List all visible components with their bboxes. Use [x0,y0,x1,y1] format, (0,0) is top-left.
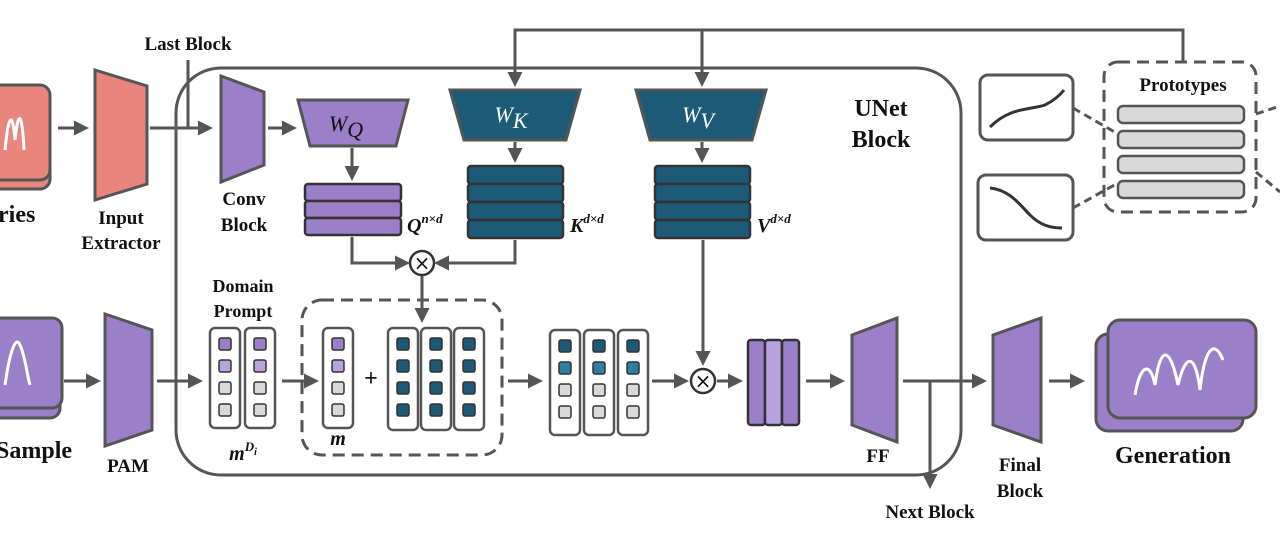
sample-label: Sample [0,438,72,464]
input-extractor-shape [93,67,149,203]
prototype-curve-down-icon [976,173,1075,242]
prototype-curve-up-icon [978,73,1075,142]
arrow-q-to-mul [350,237,410,271]
k-matrix [466,164,565,240]
prototypes-label: Prototypes [1139,75,1226,96]
k-dim-label: Kd×d [569,211,604,237]
series-label: ries [0,202,35,228]
unet-label-1: UNet [854,96,907,122]
domain-prompt-matrix [208,326,277,430]
final-block-shape [991,315,1043,445]
multiply-icon-v [689,367,717,395]
conv-block-shape [219,73,266,185]
generation-output-icon [1094,318,1258,433]
next-block-label: Next Block [885,502,975,523]
sample-input-icon [0,316,64,420]
pam-label: PAM [107,456,149,477]
m-di-label: mDi [229,439,257,465]
v-matrix [653,164,752,240]
conv-block-label-2: Block [221,215,268,236]
series-input-icon [0,83,52,191]
prototype-dashed-edge-1 [1255,104,1280,116]
pam-shape [103,311,154,449]
wk-shape [448,88,582,142]
m-vector [321,326,355,430]
input-extractor-label-2: Extractor [81,233,161,254]
plus-sign: + [364,366,378,392]
generation-label: Generation [1115,443,1231,469]
combined-matrix [548,328,650,437]
wk-label: WK [494,102,528,133]
output-columns [746,338,801,427]
ff-label: FF [866,446,889,467]
multiply-symbol-qk: × [414,251,431,275]
multiply-symbol-v: × [695,369,712,393]
arrow-prototypes-to-wk [507,28,1185,87]
prototype-bars [1116,104,1246,200]
final-block-label-1: Final [999,455,1041,476]
wv-label: WV [682,102,716,133]
prototypes-group [1102,60,1258,214]
prototype-dashed-edge-2 [1255,170,1280,194]
m-label: m [330,428,346,450]
domain-prompt-label-1: Domain [212,276,273,296]
ff-shape [850,315,899,445]
final-block-label-2: Block [997,481,1044,502]
wq-label: WQ [329,111,363,142]
q-dim-label: Qn×d [407,211,443,237]
last-block-label: Last Block [144,34,232,55]
unet-block-container [174,66,963,477]
prototype-dashed-edge-4 [1072,181,1119,210]
prompt-combine-group [300,298,504,457]
input-extractor-label-1: Input [98,208,144,229]
multiply-icon-qk [408,249,436,277]
wq-shape [296,98,410,148]
v-dim-label: Vd×d [757,211,791,237]
q-matrix [303,182,403,237]
unet-label-2: Block [852,127,911,153]
prototype-dashed-edge-3 [1072,106,1119,136]
domain-prompt-label-2: Prompt [214,301,273,321]
arrow-k-to-mul [434,240,517,271]
wv-shape [634,88,768,142]
conv-block-label-1: Conv [222,189,266,210]
attention-matrix [386,326,486,432]
